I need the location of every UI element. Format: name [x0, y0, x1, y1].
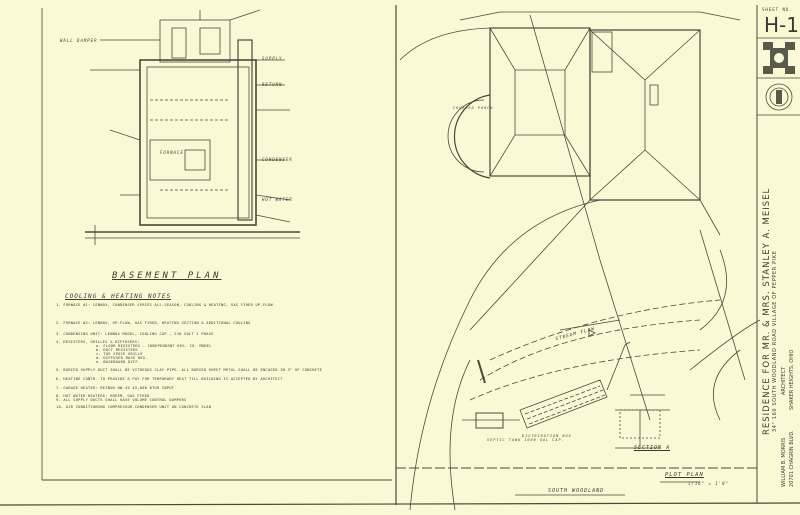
- note: 4. REGISTERS, GRILLES & DIFFUSERS:: [56, 340, 140, 344]
- basement-label: CONDENSER: [262, 157, 293, 162]
- sheet-label: SHEET NO.: [762, 7, 793, 12]
- road-label: SOUTH WOODLAND: [548, 488, 605, 494]
- note: 9. ALL SUPPLY DUCTS SHALL HAVE VOLUME CO…: [56, 398, 187, 402]
- sheet-number: H-1: [764, 13, 799, 37]
- architect-address: 20701 CHAGRIN BLVD.: [789, 430, 795, 487]
- basement-label: WALL DAMPER: [60, 38, 98, 43]
- plot-plan: [396, 11, 761, 511]
- architect-logo: [763, 42, 795, 74]
- note: b. DUCT REGISTERS: [96, 348, 138, 352]
- note: 10. AIR CONDITIONING COMPRESSOR-CONDENSE…: [56, 405, 212, 409]
- note: d. DIFFUSER BASE REG.: [96, 356, 148, 360]
- basement-plan: [85, 9, 300, 245]
- cooling-heating-notes: 1. FURNACE #1: LENNOX, CONDENSER SERIES …: [56, 303, 386, 409]
- section-a-label: SECTION A: [634, 445, 671, 451]
- notes-title: COOLING & HEATING NOTES: [65, 293, 172, 300]
- architect-role: ARCHITECT: [781, 366, 787, 395]
- architect-city: SHAKER HEIGHTS, OHIO: [789, 349, 795, 410]
- note: 1. FURNACE #1: LENNOX, CONDENSER SERIES …: [56, 303, 273, 307]
- basement-plan-title: BASEMENT PLAN: [112, 271, 222, 281]
- note: 6. HEATING CONTR. TO PROVIDE & PAY FOR T…: [56, 377, 283, 381]
- plot-plan-scale: 1/16" = 1'0": [688, 481, 729, 486]
- basement-label: SUPPLY: [262, 56, 283, 61]
- note: 7. GARAGE HEATER: REZNOR HW-45 45,000 BT…: [56, 386, 175, 390]
- distribution-box-label: DISTRIBUTION BOX: [522, 434, 572, 438]
- basement-label: FURNACE: [160, 150, 184, 155]
- note: 8. HOT WATER HEATERS: RHEEM, GAS FIRED: [56, 394, 150, 398]
- note: 5. BURIED SUPPLY DUCT SHALL BE VITREOUS …: [56, 368, 323, 372]
- porch-label: COVERED PORCH: [453, 106, 494, 110]
- note: 2. FURNACE #2: LENNOX, UP-FLOW, GAS FIRE…: [56, 321, 251, 325]
- architect-seal: [765, 83, 793, 111]
- note: e. BASEBOARD DIFF.: [96, 360, 141, 364]
- title-block-project: RESIDENCE FOR MR. & MRS. STANLEY A. MEIS…: [762, 187, 772, 435]
- title-block-address: 34° 160 SOUTH WOODLAND ROAD VILLAGE OF P…: [772, 250, 778, 432]
- sheet-frame: [0, 5, 800, 506]
- note: c. TOE SPACE GRILLE: [96, 352, 143, 356]
- note: 3. CONDENSING UNIT: LENNOX MODEL, COOLIN…: [56, 332, 214, 336]
- architect-name: WILLIAM B. MORRIS: [781, 437, 787, 487]
- basement-label: RETURN: [262, 82, 283, 87]
- plot-plan-title: PLOT PLAN: [665, 472, 704, 478]
- note: a. FLOOR REGISTERS - INDEPENDENT REG. CO…: [96, 344, 212, 348]
- septic-tank-label: SEPTIC TANK 1000 GAL CAP.: [487, 438, 565, 442]
- basement-label: HOT WATER: [262, 197, 293, 202]
